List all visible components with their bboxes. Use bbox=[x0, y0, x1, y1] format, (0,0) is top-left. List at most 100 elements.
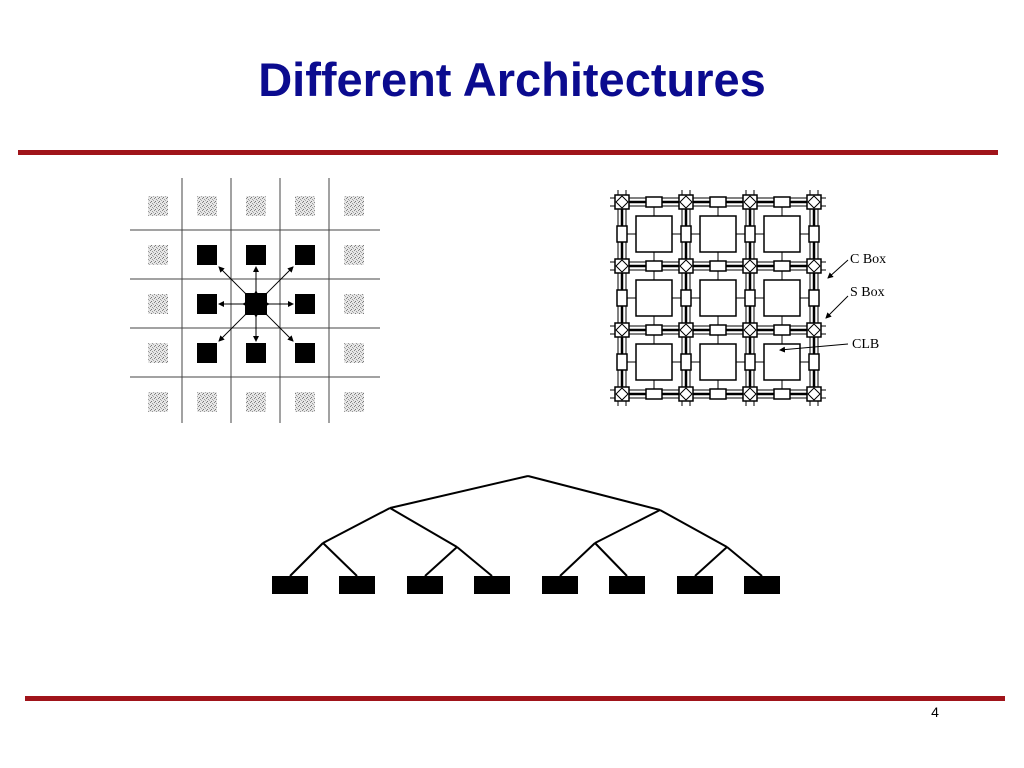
switch-box bbox=[614, 258, 630, 274]
connection-box bbox=[709, 388, 727, 400]
clb-block bbox=[635, 343, 673, 381]
connection-box bbox=[645, 196, 663, 208]
island-fpga-diagram: C Box S Box CLB bbox=[610, 190, 886, 406]
connection-box bbox=[616, 353, 628, 371]
clb-block bbox=[699, 343, 737, 381]
switch-box-diamond bbox=[807, 387, 821, 401]
connection-box bbox=[773, 324, 791, 336]
s-box-label: S Box bbox=[850, 285, 885, 300]
switch-box bbox=[614, 194, 630, 210]
mesh-cell-inactive bbox=[344, 392, 364, 412]
tree-leaf-node bbox=[339, 576, 375, 594]
c-box-label: C Box bbox=[850, 252, 886, 267]
mesh-cell-active bbox=[295, 245, 315, 265]
mesh-link-arrow bbox=[218, 309, 251, 342]
tree-edge bbox=[559, 542, 596, 577]
connection-box bbox=[808, 289, 820, 307]
clb-block bbox=[699, 215, 737, 253]
switch-box-diamond bbox=[743, 323, 757, 337]
mesh-link-arrow bbox=[218, 266, 251, 299]
switch-box bbox=[806, 322, 822, 338]
connection-box bbox=[773, 260, 791, 272]
connection-box bbox=[616, 289, 628, 307]
tree-edge bbox=[527, 475, 661, 511]
mesh-cell-active bbox=[295, 294, 315, 314]
mesh-cell-inactive bbox=[148, 294, 168, 314]
tree-edge bbox=[594, 542, 628, 577]
switch-box-diamond bbox=[679, 195, 693, 209]
connection-box bbox=[773, 388, 791, 400]
switch-box-diamond bbox=[679, 259, 693, 273]
switch-box-diamond bbox=[743, 259, 757, 273]
clb-block bbox=[763, 279, 801, 317]
tree-leaf-node bbox=[407, 576, 443, 594]
mesh-link-arrow bbox=[261, 309, 294, 342]
tree-leaf-node bbox=[474, 576, 510, 594]
connection-box bbox=[744, 225, 756, 243]
clb-block bbox=[635, 279, 673, 317]
mesh-link-arrow bbox=[261, 266, 294, 299]
tree-leaf-node bbox=[744, 576, 780, 594]
mesh-cell-inactive bbox=[295, 196, 315, 216]
tree-edge bbox=[389, 475, 529, 509]
mesh-cell-active bbox=[246, 245, 266, 265]
mesh-cell-inactive bbox=[344, 245, 364, 265]
mesh-cell-inactive bbox=[148, 245, 168, 265]
connection-box bbox=[616, 225, 628, 243]
tree-leaf-node bbox=[542, 576, 578, 594]
switch-box-diamond bbox=[743, 387, 757, 401]
switch-box-diamond bbox=[807, 259, 821, 273]
switch-box-diamond bbox=[615, 259, 629, 273]
connection-box bbox=[808, 353, 820, 371]
mesh-cell-active bbox=[245, 293, 267, 315]
connection-box bbox=[645, 260, 663, 272]
slide-title: Different Architectures bbox=[258, 53, 766, 106]
tree-edge bbox=[456, 546, 493, 577]
mesh-array-diagram bbox=[130, 178, 380, 423]
mesh-cell-inactive bbox=[148, 196, 168, 216]
clb-label: CLB bbox=[852, 337, 879, 352]
clb-label-group: CLB bbox=[779, 337, 879, 353]
mesh-cell-inactive bbox=[197, 392, 217, 412]
switch-box bbox=[806, 194, 822, 210]
switch-box bbox=[614, 386, 630, 402]
switch-box bbox=[742, 322, 758, 338]
mesh-cell-inactive bbox=[344, 343, 364, 363]
page-number: 4 bbox=[931, 704, 939, 720]
tree-edge bbox=[659, 509, 728, 548]
tree-edge bbox=[594, 509, 661, 544]
clb-block bbox=[635, 215, 673, 253]
switch-box-diamond bbox=[679, 387, 693, 401]
mesh-cell-active bbox=[295, 343, 315, 363]
switch-box-diamond bbox=[807, 323, 821, 337]
switch-box-diamond bbox=[615, 195, 629, 209]
connection-box bbox=[709, 260, 727, 272]
tree-edge bbox=[322, 507, 391, 544]
mesh-cell-active bbox=[197, 294, 217, 314]
tree-edge bbox=[424, 546, 458, 577]
switch-box bbox=[806, 258, 822, 274]
connection-box bbox=[744, 289, 756, 307]
mesh-cell-inactive bbox=[246, 196, 266, 216]
tree-leaf-node bbox=[677, 576, 713, 594]
clb-block bbox=[699, 279, 737, 317]
connection-box bbox=[808, 225, 820, 243]
footer-divider bbox=[25, 696, 1005, 701]
tree-edge bbox=[389, 507, 458, 548]
connection-box bbox=[680, 353, 692, 371]
tree-edge bbox=[289, 542, 324, 577]
connection-box bbox=[645, 324, 663, 336]
switch-box bbox=[678, 322, 694, 338]
c-box-label-group: C Box bbox=[827, 252, 886, 279]
switch-box bbox=[742, 386, 758, 402]
connection-box bbox=[773, 196, 791, 208]
mesh-cell-inactive bbox=[344, 196, 364, 216]
mesh-cell-inactive bbox=[148, 392, 168, 412]
mesh-cell-active bbox=[197, 245, 217, 265]
mesh-cell-inactive bbox=[197, 196, 217, 216]
switch-box bbox=[742, 194, 758, 210]
mesh-cell-inactive bbox=[344, 294, 364, 314]
switch-box bbox=[678, 258, 694, 274]
mesh-cell-inactive bbox=[148, 343, 168, 363]
switch-box-diamond bbox=[807, 195, 821, 209]
